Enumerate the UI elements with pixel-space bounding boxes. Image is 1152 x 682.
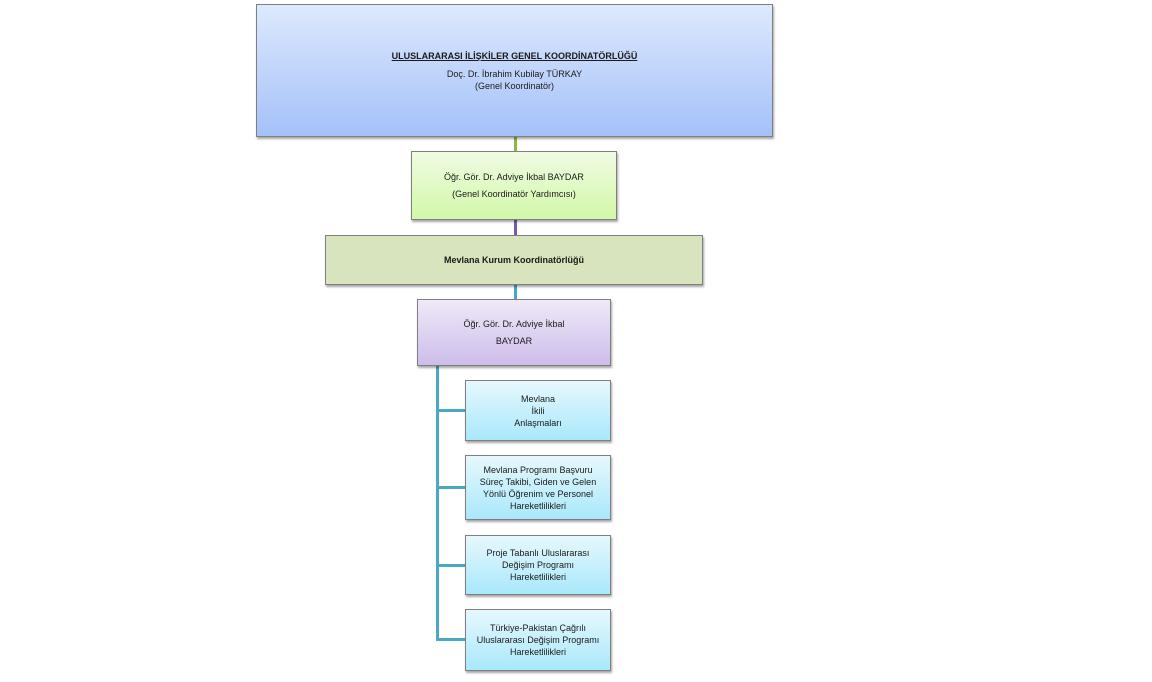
general-coordinator-role: (Genel Koordinatör) [474, 80, 555, 91]
leaf-text: Uluslararası Değişim Programı [476, 635, 600, 645]
mevlana-coordinator-box: Öğr. Gör. Dr. Adviye İkbal BAYDAR [417, 299, 611, 366]
connector-deputy-to-mevlana [514, 220, 517, 235]
coordinator-name-line1: Öğr. Gör. Dr. Adviye İkbal [463, 318, 565, 329]
leaf-text: Süreç Takibi, Giden ve Gelen [479, 476, 597, 487]
leaf-text: Hareketlilikleri [509, 500, 566, 511]
leaf-text: Anlaşmaları [514, 417, 562, 428]
leaf-text: Mevlana [520, 393, 556, 404]
leaf-text: Hareketlilikleri [509, 647, 566, 657]
connector-branch [436, 564, 465, 567]
leaf-text: Türkiye-Pakistan Çağrılı [489, 623, 587, 633]
leaf-text: Değişim Programı [501, 560, 575, 570]
general-coordinator-name: Doç. Dr. İbrahim Kubilay TÜRKAY [446, 68, 583, 79]
leaf-text: Hareketlilikleri [509, 572, 566, 582]
leaf-application-mobility: Mevlana Programı Başvuru Süreç Takibi, G… [465, 455, 611, 520]
leaf-bilateral-agreements: Mevlana İkili Anlaşmaları [465, 380, 611, 441]
connector-trunk [436, 366, 439, 640]
coordinator-name-line2: BAYDAR [495, 335, 533, 346]
deputy-role: (Genel Koordinatör Yardımcısı) [452, 188, 576, 199]
deputy-coordinator-box: Öğr. Gör. Dr. Adviye İkbal BAYDAR (Genel… [411, 151, 617, 220]
deputy-name: Öğr. Gör. Dr. Adviye İkbal BAYDAR [444, 171, 584, 182]
connector-top-to-deputy [514, 137, 517, 151]
leaf-text: Yönlü Öğrenim ve Personel [482, 488, 594, 499]
connector-mevlana-to-coordinator [514, 285, 517, 299]
mevlana-coordinatorship-title: Mevlana Kurum Koordinatörlüğü [443, 255, 584, 265]
general-coordinatorship-title: ULUSLARARASI İLİŞKİLER GENEL KOORDİNATÖR… [391, 50, 638, 61]
connector-branch [436, 409, 465, 412]
leaf-text: İkili [531, 405, 545, 416]
general-coordinatorship-box: ULUSLARARASI İLİŞKİLER GENEL KOORDİNATÖR… [256, 4, 773, 137]
connector-branch [436, 638, 465, 641]
leaf-turkey-pakistan-exchange: Türkiye-Pakistan Çağrılı Uluslararası De… [465, 609, 611, 671]
leaf-text: Mevlana Programı Başvuru [483, 464, 593, 475]
leaf-project-based-exchange: Proje Tabanlı Uluslararası Değişim Progr… [465, 535, 611, 595]
leaf-text: Proje Tabanlı Uluslararası [486, 548, 590, 558]
connector-branch [436, 486, 465, 489]
mevlana-coordinatorship-box: Mevlana Kurum Koordinatörlüğü [325, 235, 703, 285]
